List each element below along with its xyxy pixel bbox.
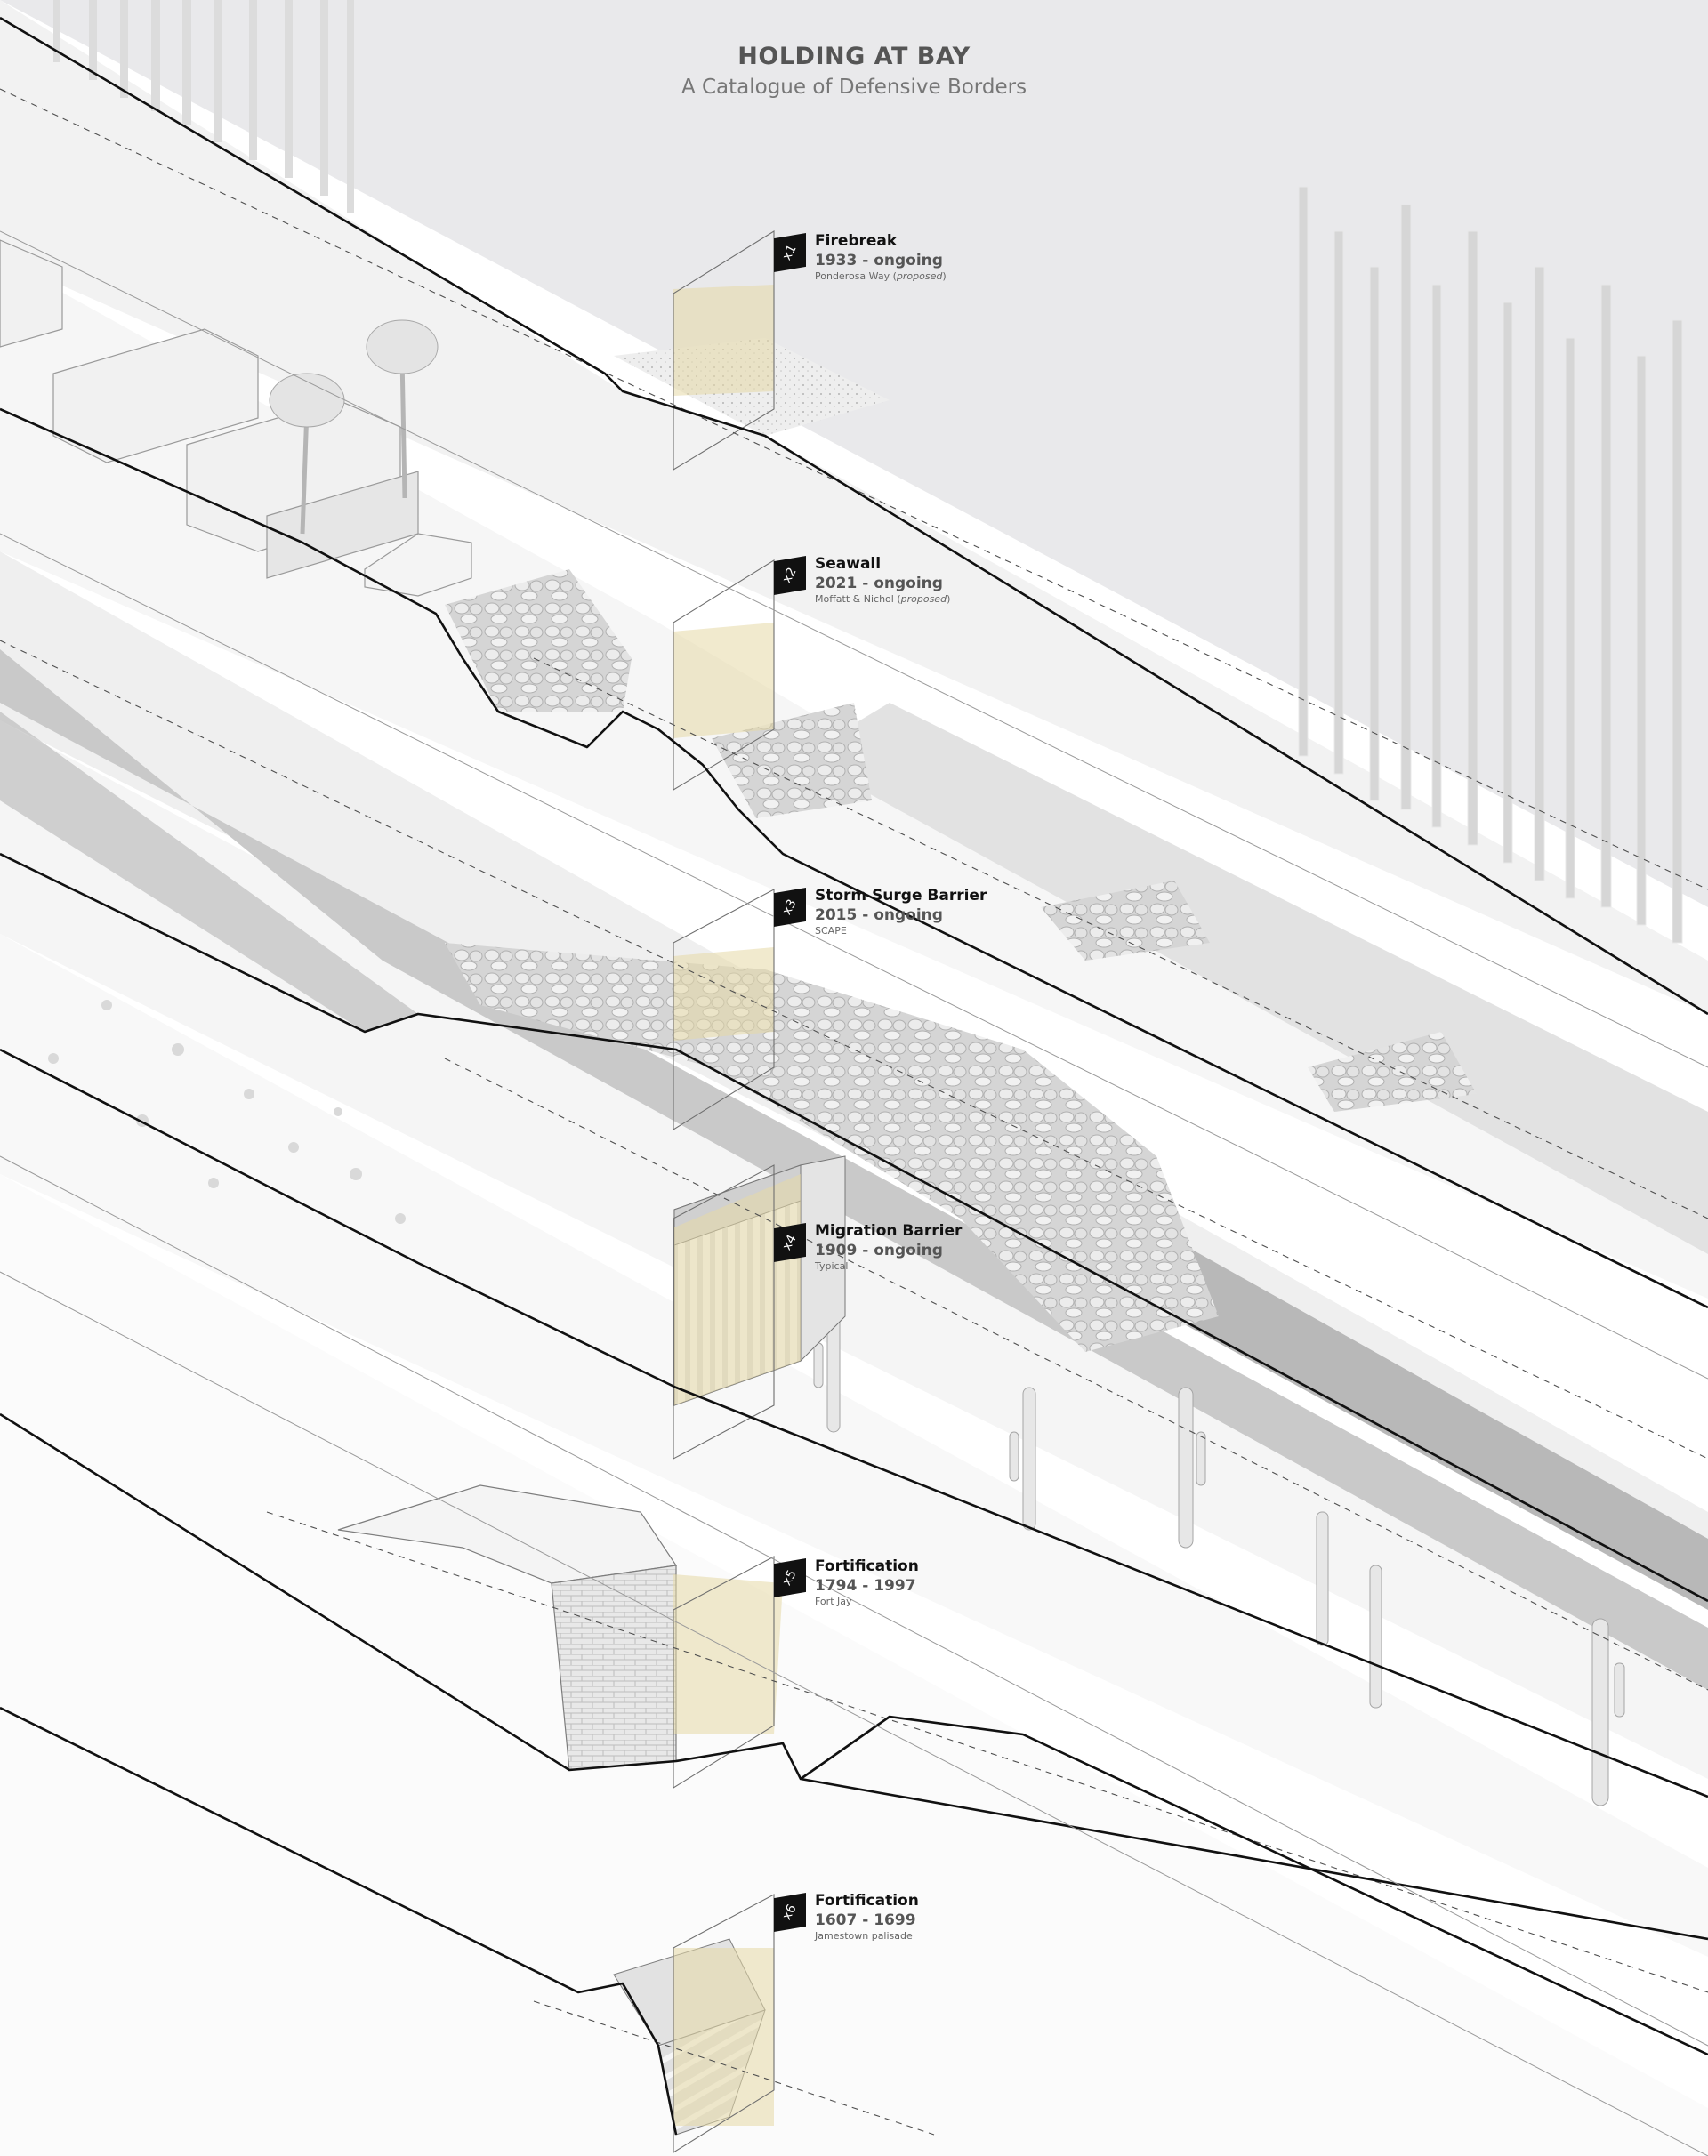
page-title: HOLDING AT BAY (737, 43, 971, 70)
badge-x1: x1 (774, 233, 806, 272)
label-storm-surge-barrier: Storm Surge Barrier 2015 - ongoing SCAPE (815, 886, 1082, 937)
seawall-rocks-2 (712, 703, 872, 818)
surge-channel-shadow (0, 640, 418, 1032)
strip-jamestown (0, 1174, 1708, 2156)
surge-rocks-right (1308, 1032, 1477, 1112)
surge-rocks-upper (1041, 881, 1210, 961)
barrier-name: Fortification (815, 1892, 919, 1910)
badge-x6: x6 (774, 1893, 806, 1932)
barrier-source: SCAPE (815, 925, 847, 937)
barrier-name: Storm Surge Barrier (815, 887, 987, 905)
barrier-source: Ponderosa Way (proposed) (815, 270, 947, 282)
barrier-name: Seawall (815, 555, 882, 573)
page-subtitle: A Catalogue of Defensive Borders (681, 76, 1027, 99)
seawall-channel (801, 703, 1708, 1254)
barrier-years: 2015 - ongoing (815, 906, 943, 924)
barrier-source: Jamestown palisade (815, 1930, 913, 1942)
forest-left (53, 0, 354, 213)
barrier-source: Typical (815, 1260, 849, 1272)
barrier-source: Moffatt & Nichol (proposed) (815, 593, 951, 605)
label-fortification-jamestown: Fortification 1607 - 1699 Jamestown pali… (815, 1891, 1082, 1943)
forest-right (1298, 186, 1683, 944)
coastal-houses (0, 239, 419, 579)
highlight-planes (673, 285, 801, 2126)
palm-crowns (269, 319, 439, 428)
barrier-years: 1909 - ongoing (815, 1242, 943, 1259)
parked-car (364, 533, 472, 597)
badge-x5: x5 (774, 1558, 806, 1597)
barrier-source: Fort Jay (815, 1596, 852, 1607)
badge-x4: x4 (774, 1223, 806, 1262)
badge-x3: x3 (774, 888, 806, 927)
palm-trees (300, 355, 407, 535)
section-cut-lines (0, 16, 1708, 2136)
label-fortification-fort-jay: Fortification 1794 - 1997 Fort Jay (815, 1557, 1082, 1608)
desert-shrubs (48, 1000, 406, 1224)
strip-firebreak (0, 0, 1708, 1014)
marker-frames (673, 230, 775, 2153)
dashed-axes (0, 88, 1708, 2136)
badge-x2: x2 (774, 556, 806, 595)
barrier-years: 1794 - 1997 (815, 1577, 916, 1595)
label-seawall: Seawall 2021 - ongoing Moffatt & Nichol … (815, 554, 1082, 606)
title-block: HOLDING AT BAY A Catalogue of Defensive … (0, 43, 1708, 99)
surge-channel (0, 649, 1708, 1690)
seawall-rocks (445, 569, 632, 712)
barrier-name: Fortification (815, 1557, 919, 1575)
barrier-years: 2021 - ongoing (815, 575, 943, 592)
strip-fort-jay (0, 934, 1708, 1957)
sky (0, 0, 1708, 907)
barrier-years: 1933 - ongoing (815, 252, 943, 270)
barrier-years: 1607 - 1699 (815, 1911, 916, 1929)
label-firebreak: Firebreak 1933 - ongoing Ponderosa Way (… (815, 231, 1082, 283)
label-migration-barrier: Migration Barrier 1909 - ongoing Typical (815, 1221, 1082, 1273)
barrier-name: Migration Barrier (815, 1222, 963, 1240)
barrier-name: Firebreak (815, 232, 898, 250)
construction-lines (0, 230, 1708, 2156)
